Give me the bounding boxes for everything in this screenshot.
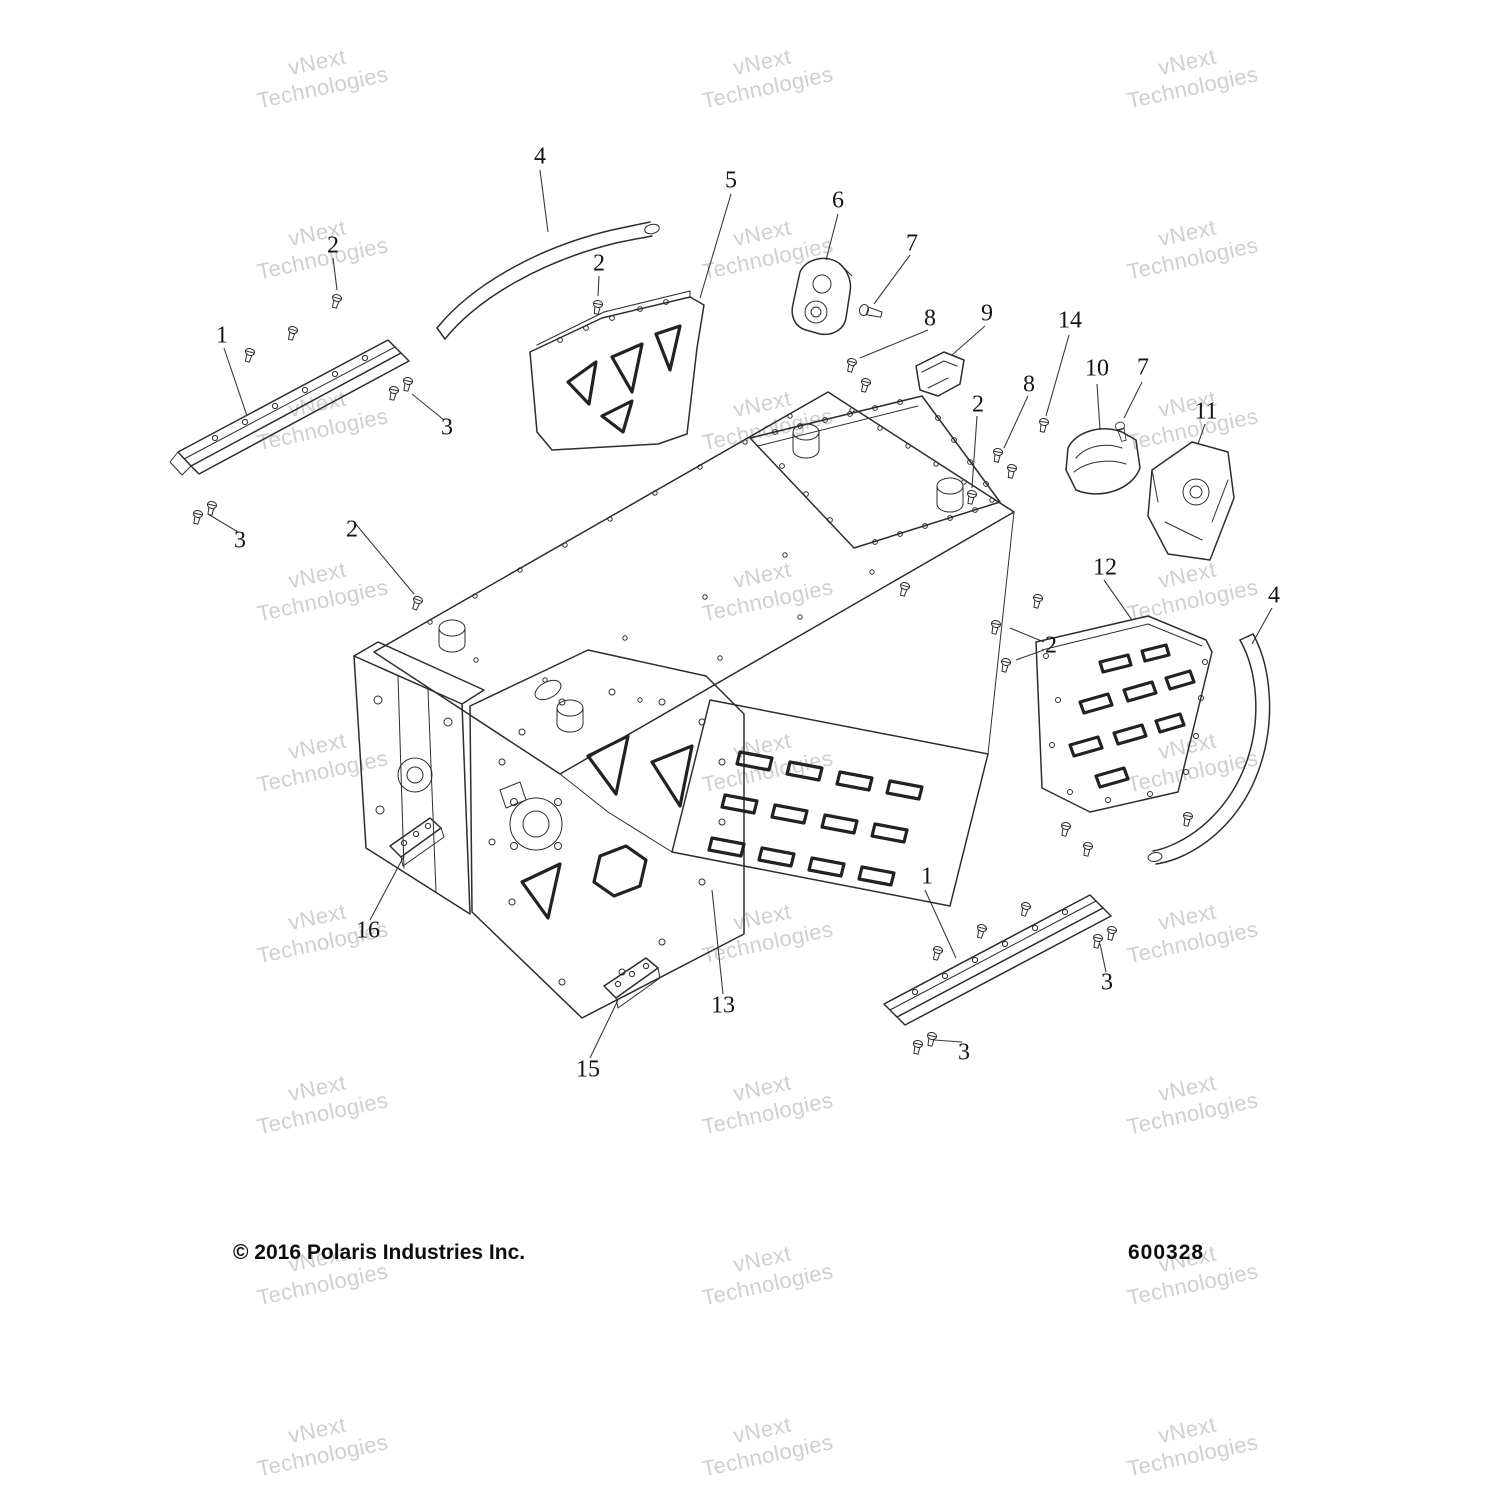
- callout-7: 7: [1137, 354, 1149, 381]
- callout-7: 7: [906, 230, 918, 257]
- callout-3: 3: [234, 527, 246, 554]
- callout-3: 3: [1101, 969, 1113, 996]
- callout-12: 12: [1093, 554, 1117, 581]
- part-bracket-16: [389, 817, 445, 867]
- part-shield-10: [1065, 428, 1141, 495]
- callout-1: 1: [216, 322, 228, 349]
- callout-5: 5: [725, 167, 737, 194]
- part-bumper-tube-top: [436, 221, 660, 340]
- part-bracket-15: [603, 957, 661, 1009]
- rear-closeout-panel: [749, 395, 1001, 549]
- part-number: 600328: [1128, 1241, 1205, 1264]
- callout-4: 4: [534, 143, 546, 170]
- part-heat-shield-left: [529, 290, 705, 451]
- callout-14: 14: [1058, 307, 1082, 334]
- part-bracket-6: [791, 257, 853, 336]
- part-rail-right: [883, 894, 1112, 1026]
- callout-10: 10: [1085, 355, 1109, 382]
- front-bulkhead-plate: [469, 649, 745, 1019]
- callout-1: 1: [921, 863, 933, 890]
- callout-16: 16: [356, 917, 380, 944]
- running-board: [559, 511, 1015, 907]
- callout-2: 2: [346, 516, 358, 543]
- callout-13: 13: [711, 992, 735, 1019]
- front-subframe: [353, 641, 485, 915]
- callout-8: 8: [924, 305, 936, 332]
- callout-15: 15: [576, 1056, 600, 1083]
- part-footrest-12: [1035, 615, 1213, 813]
- part-rail-left: [169, 339, 410, 476]
- deck-rivets: [427, 407, 995, 703]
- leader-lines: [207, 169, 1273, 1059]
- callout-2: 2: [593, 250, 605, 277]
- callout-3: 3: [958, 1039, 970, 1066]
- copyright-text: © 2016 Polaris Industries Inc.: [233, 1241, 526, 1264]
- part-bumper-tube-right: [1147, 633, 1271, 865]
- part-tunnel-main: [353, 391, 1015, 1019]
- part-footwell-11: [1147, 441, 1235, 561]
- part-bracket-9: [915, 351, 965, 397]
- callout-11: 11: [1194, 398, 1218, 425]
- callout-2: 2: [327, 232, 339, 259]
- callout-2: 2: [972, 391, 984, 418]
- callout-6: 6: [832, 187, 844, 214]
- callout-4: 4: [1268, 582, 1280, 609]
- callout-9: 9: [981, 300, 993, 327]
- callout-8: 8: [1023, 371, 1035, 398]
- deck-bosses: [438, 619, 584, 733]
- callout-2: 2: [1045, 632, 1057, 659]
- callout-3: 3: [441, 414, 453, 441]
